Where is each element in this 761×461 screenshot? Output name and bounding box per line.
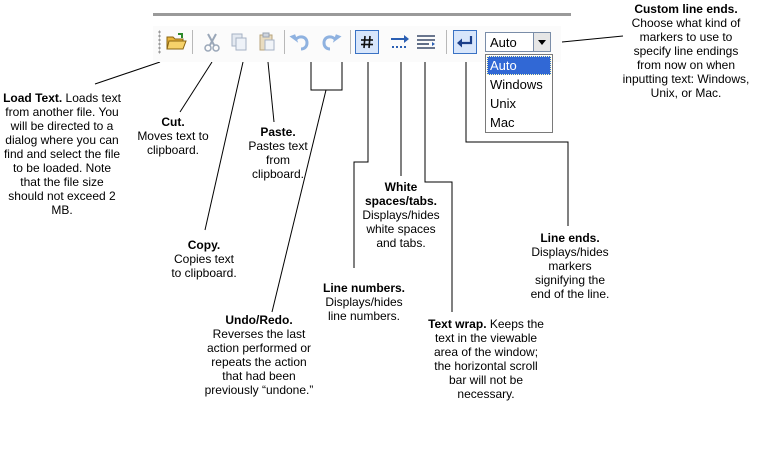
annotation-title: Copy.	[187, 238, 221, 252]
annotation-title: Paste.	[260, 125, 296, 139]
annotation-title: Load Text.	[3, 91, 63, 105]
annotation-body: Pastes text from clipboard.	[248, 139, 308, 181]
folder-open-icon	[165, 32, 187, 52]
text-wrap-icon	[415, 33, 437, 51]
annotation-undo-redo: Undo/Redo. Reverses the last action perf…	[200, 313, 318, 397]
option-auto[interactable]: Auto	[487, 56, 551, 75]
line-numbers-button[interactable]	[355, 30, 379, 54]
annotation-body: Moves text to clipboard.	[137, 129, 209, 157]
annotation-title: Line ends.	[540, 231, 600, 245]
hash-icon	[360, 35, 374, 49]
annotation-title: Undo/Redo.	[225, 313, 293, 327]
annotation-white-spaces: White spaces/tabs. Displays/hides white …	[360, 180, 442, 250]
white-spaces-button[interactable]	[388, 30, 412, 54]
annotation-title: Cut.	[161, 115, 185, 129]
redo-button[interactable]	[319, 30, 343, 54]
option-unix[interactable]: Unix	[490, 96, 517, 111]
whitespace-icon	[389, 33, 411, 51]
line-endings-dropdown: Auto Windows Unix Mac	[485, 54, 553, 133]
return-arrow-icon	[456, 35, 474, 49]
annotation-body: Keeps the text in the viewable area of t…	[433, 317, 544, 401]
toolbar-separator	[350, 30, 351, 54]
annotation-title: Text wrap.	[428, 317, 487, 331]
undo-icon	[289, 32, 311, 52]
option-mac[interactable]: Mac	[490, 115, 515, 130]
scissors-icon	[203, 32, 221, 52]
toolbar-separator	[284, 30, 285, 54]
annotation-body: Copies text to clipboard.	[171, 252, 237, 280]
undo-button[interactable]	[288, 30, 312, 54]
line-endings-value: Auto	[490, 35, 517, 50]
clipboard-icon	[258, 32, 276, 52]
window-border	[153, 13, 571, 16]
redo-icon	[320, 32, 342, 52]
annotation-line-numbers: Line numbers. Displays/hides line number…	[319, 281, 409, 323]
paste-button[interactable]	[255, 30, 279, 54]
load-text-button[interactable]	[164, 30, 188, 54]
option-windows[interactable]: Windows	[490, 77, 543, 92]
annotation-cut: Cut. Moves text to clipboard.	[134, 115, 212, 157]
annotation-body: Reverses the last action performed or re…	[204, 327, 314, 397]
cut-button[interactable]	[200, 30, 224, 54]
line-endings-select[interactable]: Auto	[485, 32, 551, 52]
annotation-title: Line numbers.	[322, 281, 405, 295]
annotation-line-ends: Line ends. Displays/hides markers signif…	[524, 231, 616, 301]
annotation-title: Custom line ends.	[634, 2, 738, 16]
text-wrap-button[interactable]	[414, 30, 438, 54]
annotation-custom-line-ends: Custom line ends. Choose what kind of ma…	[622, 2, 750, 100]
annotation-title: White spaces/tabs.	[364, 180, 438, 208]
annotation-paste: Paste. Pastes text from clipboard.	[245, 125, 311, 181]
line-ends-button[interactable]	[453, 30, 477, 54]
annotation-body: Displays/hides markers signifying the en…	[530, 245, 610, 301]
toolbar-separator	[192, 30, 193, 54]
annotation-text-wrap: Text wrap. Keeps the text in the viewabl…	[426, 317, 546, 401]
copy-icon	[230, 32, 248, 52]
toolbar-separator	[446, 30, 447, 54]
annotation-body: Displays/hides white spaces and tabs.	[362, 208, 440, 250]
annotation-load-text: Load Text. Loads text from another file.…	[3, 91, 121, 217]
annotation-body: Choose what kind of markers to use to sp…	[622, 16, 750, 100]
annotation-body: Displays/hides line numbers.	[325, 295, 403, 323]
toolbar-grip[interactable]	[158, 30, 161, 54]
annotation-body: Loads text from another file. You will b…	[3, 91, 121, 217]
copy-button[interactable]	[227, 30, 251, 54]
annotation-copy: Copy. Copies text to clipboard.	[171, 238, 237, 280]
chevron-down-icon[interactable]	[533, 33, 550, 51]
